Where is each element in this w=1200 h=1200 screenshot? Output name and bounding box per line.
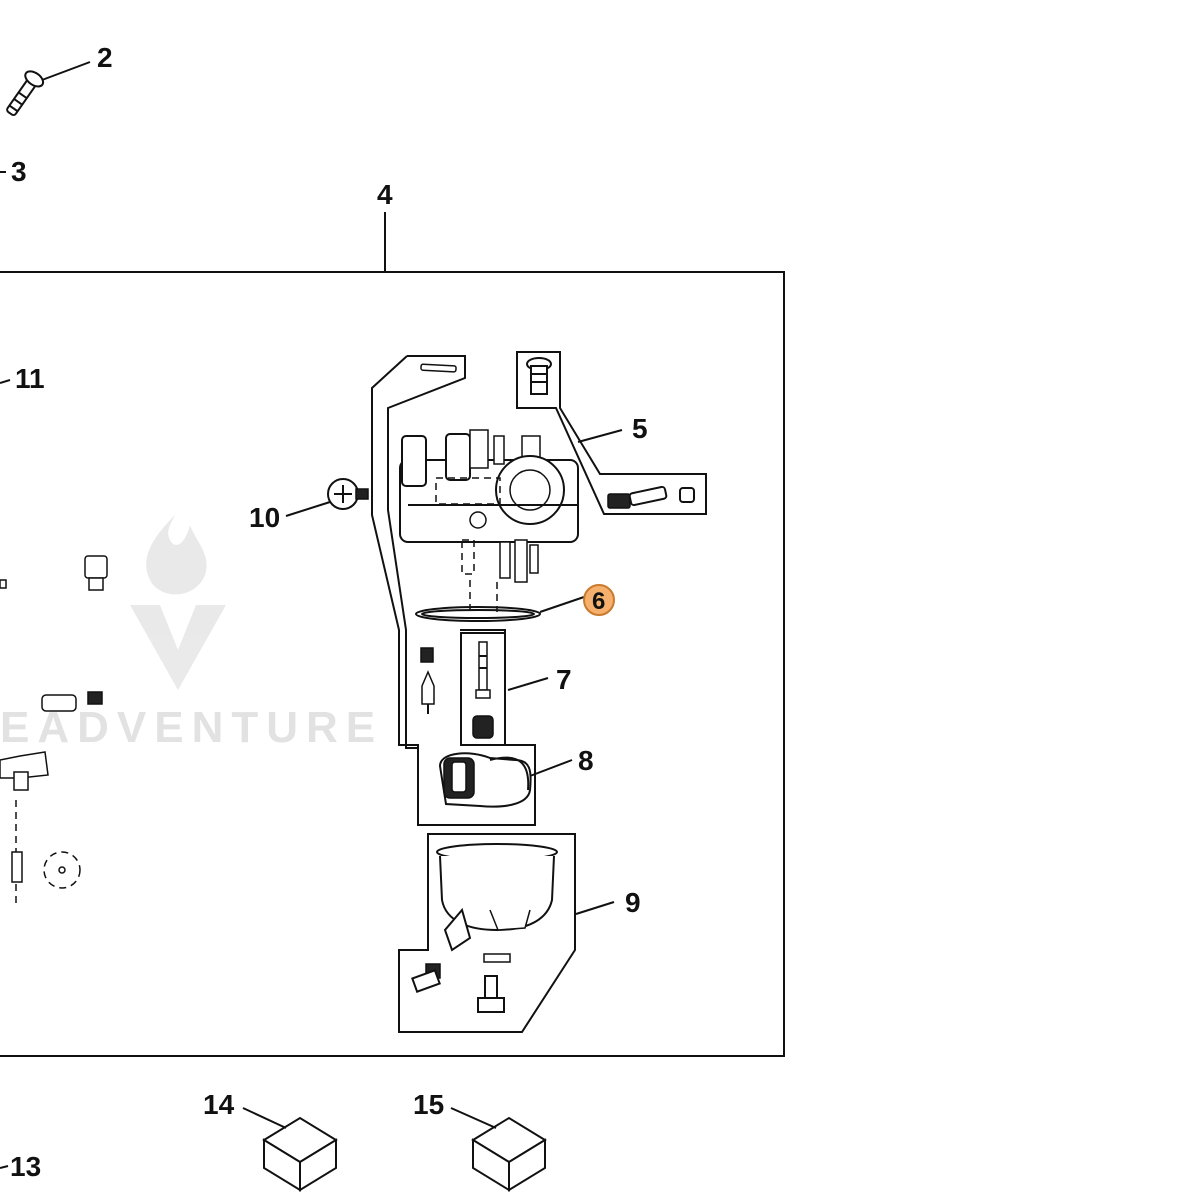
carburetor-icon [399,429,579,612]
callout-5: 5 [632,413,648,444]
leader-15 [450,1107,497,1129]
box-icon [471,1116,547,1192]
leader-14 [242,1107,287,1129]
callout-9: 9 [625,887,641,918]
carburetor-kit-outline [387,355,466,749]
leader-2 [41,61,91,81]
callout-11: 11 [15,363,45,394]
screw-icon [526,357,552,395]
choke-parts-drawing [0,555,108,905]
callout-13: 13 [10,1151,41,1182]
gasket-ring-icon [415,606,541,622]
highlight-marker [583,584,615,616]
watermark-logo-icon [130,515,226,690]
spring-icon [420,647,435,714]
callout-10: 10 [249,502,280,533]
callout-6: 6 [592,588,605,615]
bolt-icon [411,963,441,993]
leader-13 [0,1165,9,1169]
callout-14: 14 [203,1089,235,1120]
screw-icon [6,70,45,116]
float-bowl-icon [436,843,558,952]
callout-2: 2 [97,42,113,73]
bolt-icon [477,953,511,1013]
sub-box-9 [398,833,576,1033]
callout-8: 8 [578,745,594,776]
callout-15: 15 [413,1089,444,1120]
box-icon [262,1116,338,1192]
callout-4: 4 [377,179,393,210]
callout-3: 3 [11,156,27,187]
sub-box-7 [460,632,506,746]
sub-box-5 [516,351,707,515]
pilot-screw-icon [607,485,695,509]
leader-11 [0,379,11,384]
assembly-box-4 [0,271,785,1057]
screw-icon [327,478,369,510]
leader-5 [577,429,623,443]
needle-icon [472,641,494,739]
leader-10 [285,501,331,517]
callout-7: 7 [556,664,572,695]
leader-9 [575,901,615,915]
float-icon [438,752,532,808]
leader-8 [529,759,573,777]
leader-7 [507,677,549,691]
leader-6 [539,596,585,613]
